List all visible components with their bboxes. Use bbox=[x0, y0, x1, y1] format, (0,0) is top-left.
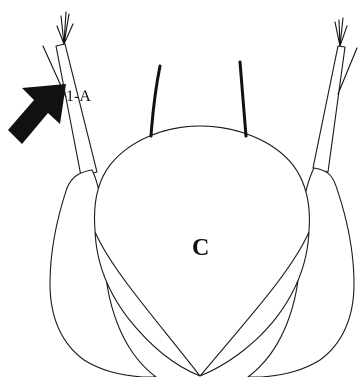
left-dorsal-bristle bbox=[151, 66, 160, 136]
pointer-arrow bbox=[8, 84, 66, 144]
right-antenna bbox=[313, 18, 357, 172]
right-antenna-segment bbox=[313, 46, 345, 172]
right-dorsal-bristle bbox=[240, 62, 246, 136]
panel-label: C bbox=[192, 235, 209, 261]
left-antenna-segment bbox=[56, 44, 97, 176]
annotation-label: 1-A bbox=[66, 88, 91, 105]
